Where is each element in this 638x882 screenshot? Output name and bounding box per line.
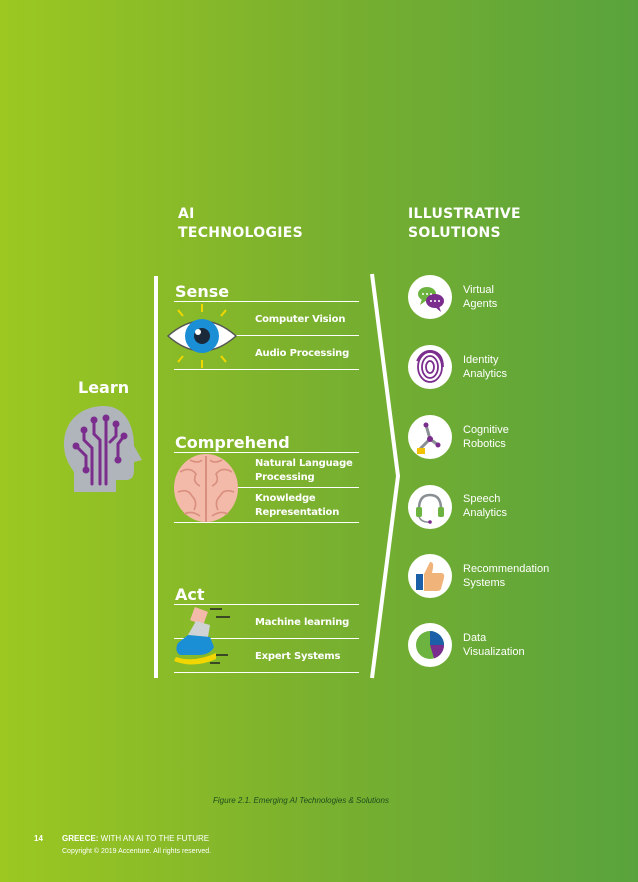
tech-expert-systems: Expert Systems <box>255 650 340 664</box>
solution-identity-analytics: Identity Analytics <box>463 353 507 381</box>
eye-icon <box>166 302 238 370</box>
tech-knowledge-representation: Knowledge Representation <box>255 492 339 520</box>
page-number: 14 <box>34 834 43 843</box>
ai-technologies-heading: AI TECHNOLOGIES <box>178 205 303 243</box>
technologies-bracket <box>154 276 158 678</box>
copyright-notice: Copyright © 2019 Accenture. All rights r… <box>62 848 211 855</box>
running-shoe-icon <box>170 605 240 669</box>
tech-machine-learning: Machine learning <box>255 616 349 630</box>
solution-virtual-agents: Virtual Agents <box>463 283 497 311</box>
illustrative-solutions-heading: ILLUSTRATIVE SOLUTIONS <box>408 205 521 243</box>
solution-speech-analytics: Speech Analytics <box>463 492 507 520</box>
tech-computer-vision: Computer Vision <box>255 313 345 327</box>
solution-data-visualization: Data Visualization <box>463 631 525 659</box>
tech-audio-processing: Audio Processing <box>255 347 349 361</box>
learn-label: Learn <box>78 378 129 397</box>
brain-icon <box>172 452 240 524</box>
chevron-right-icon <box>368 272 404 680</box>
solution-cognitive-robotics: Cognitive Robotics <box>463 423 509 451</box>
tech-natural-language-processing: Natural Language Processing <box>255 457 353 485</box>
fingerprint-icon <box>408 345 452 389</box>
chat-bubbles-icon <box>408 275 452 319</box>
thumbs-up-icon <box>408 554 452 598</box>
tech-divider <box>174 672 359 673</box>
figure-caption: Figure 2.1. Emerging AI Technologies & S… <box>213 796 389 805</box>
publication-title-bold: GREECE: <box>62 834 98 843</box>
category-act: Act <box>175 585 205 604</box>
pie-chart-icon <box>408 623 452 667</box>
head-circuit-icon <box>60 400 150 496</box>
solution-recommendation-systems: Recommendation Systems <box>463 562 549 590</box>
category-sense: Sense <box>175 282 229 301</box>
headset-icon <box>408 485 452 529</box>
category-comprehend: Comprehend <box>175 433 290 452</box>
robot-arm-icon <box>408 415 452 459</box>
publication-title: GREECE: WITH AN AI TO THE FUTURE <box>62 834 209 843</box>
publication-title-rest: WITH AN AI TO THE FUTURE <box>98 834 209 843</box>
